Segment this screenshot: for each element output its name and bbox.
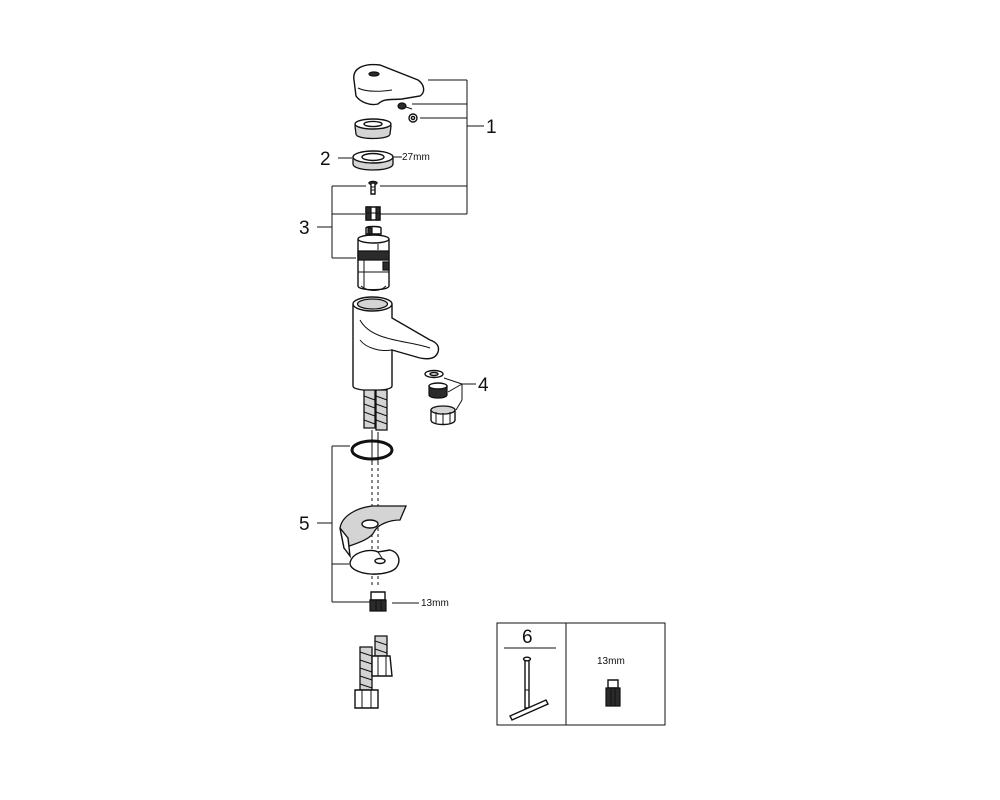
aerator-insert — [428, 382, 448, 399]
set-screw — [397, 102, 413, 110]
ring-size-label: 27mm — [402, 152, 430, 163]
callout-4-bracket — [443, 377, 476, 411]
socket-tool — [605, 679, 621, 707]
nut-size-label: 13mm — [421, 598, 449, 609]
horseshoe-washer — [349, 549, 400, 575]
o-ring — [350, 439, 394, 461]
fixing-nut — [369, 591, 387, 612]
cartridge — [357, 225, 390, 291]
cartridge-adapter — [365, 206, 381, 221]
mounting-gasket — [339, 505, 407, 559]
t-wrench-tool — [509, 656, 549, 721]
callout-6-label: 6 — [522, 627, 533, 648]
aerator-washer — [424, 369, 444, 379]
aerator-housing — [430, 405, 456, 426]
callout-3-label: 3 — [299, 218, 310, 239]
tool-size-label: 13mm — [597, 656, 625, 667]
supply-hoses — [354, 635, 393, 709]
cover-ring — [354, 118, 392, 140]
callout-4-label: 4 — [478, 375, 489, 396]
flexible-hoses — [363, 389, 388, 462]
callout-2-label: 2 — [320, 149, 331, 170]
callout-1-bracket — [380, 79, 484, 215]
service-tool-box — [496, 622, 666, 726]
screw-cap — [408, 113, 418, 123]
callout-5-label: 5 — [299, 514, 310, 535]
callout-3-bracket — [317, 185, 366, 259]
cartridge-screw — [368, 180, 378, 195]
callout-5-bracket — [317, 445, 370, 603]
callout-1-label: 1 — [486, 117, 497, 138]
threaded-ring — [352, 150, 394, 171]
handle-logo-mark — [368, 71, 380, 77]
faucet-body — [352, 296, 440, 392]
lever-handle — [353, 63, 425, 106]
